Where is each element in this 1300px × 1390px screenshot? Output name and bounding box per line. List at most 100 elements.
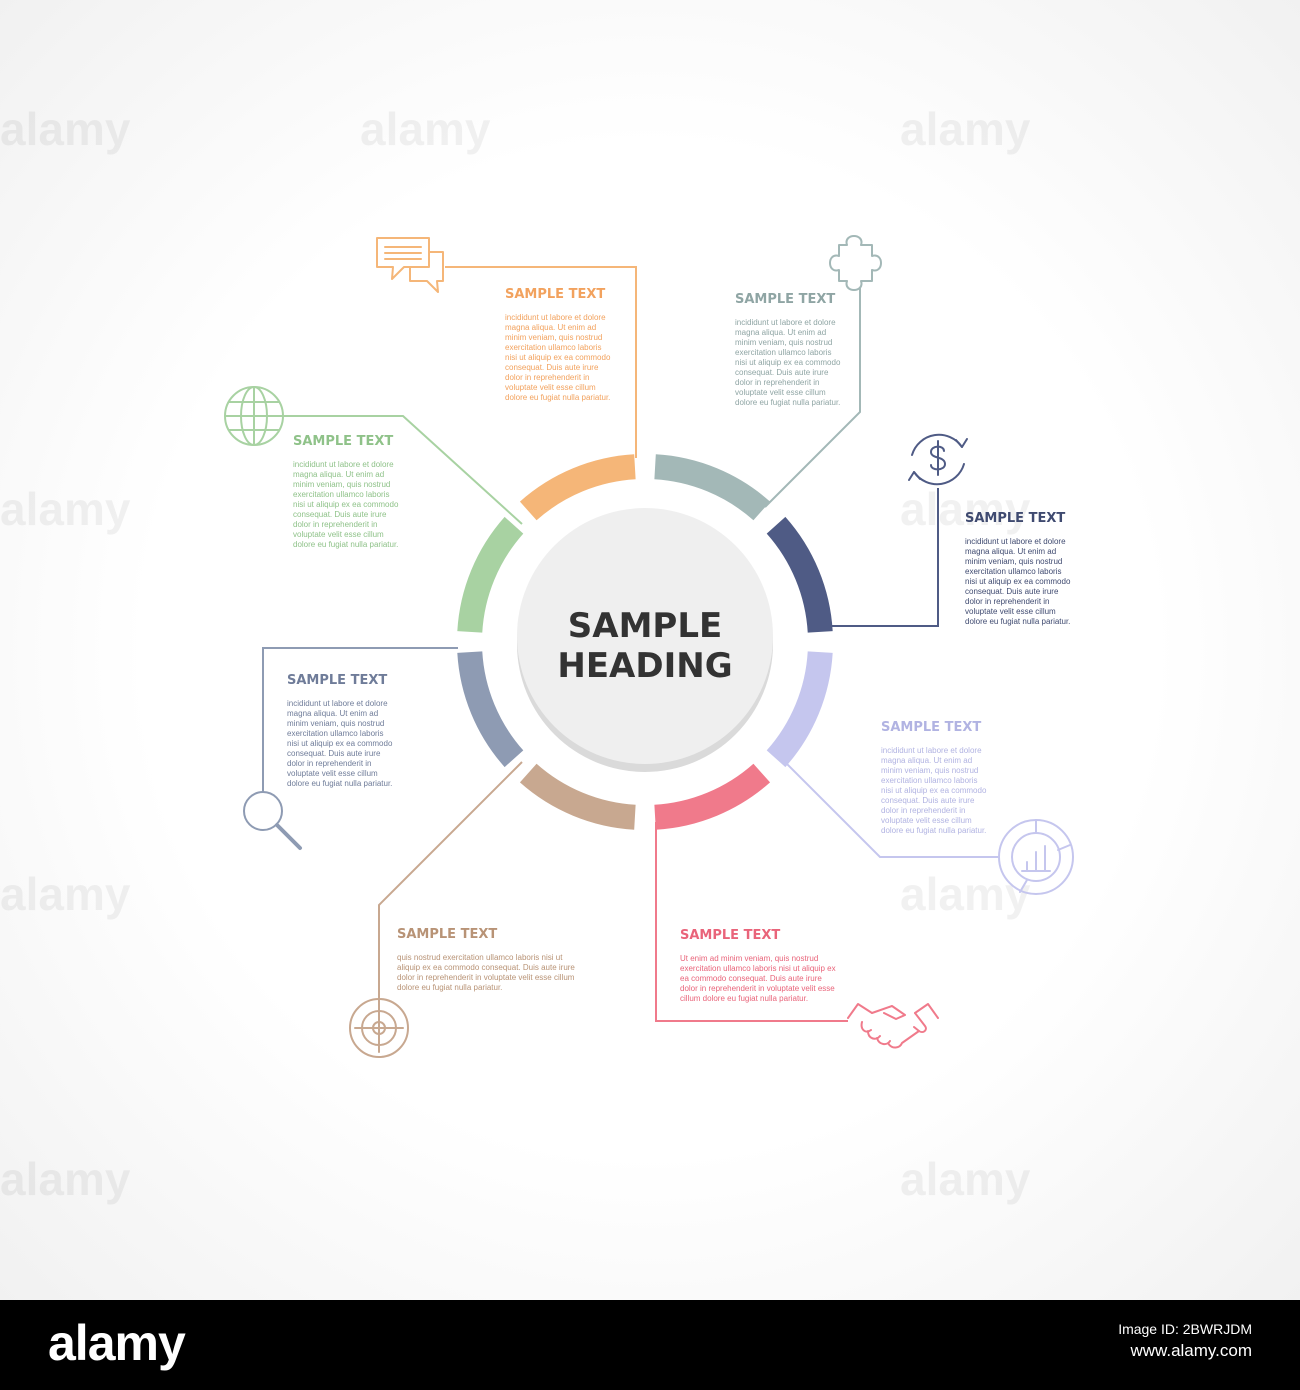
watermark-text: alamy <box>900 483 1031 535</box>
infographic-canvas: alamy alamy alamy alamy alamy alamy alamy alamy… <box>0 0 1300 1300</box>
text-block-line: magna aliqua. Ut enim ad <box>881 756 972 765</box>
text-block-line: minim veniam, quis nostrud <box>881 766 978 775</box>
ring-segment <box>457 516 524 633</box>
text-block-line: nisi ut aliquip ex ea commodo <box>735 358 841 367</box>
heading-line-2: HEADING <box>557 646 732 686</box>
ring-segment <box>766 651 833 768</box>
text-block-line: magna aliqua. Ut enim ad <box>293 470 384 479</box>
text-block-line: magna aliqua. Ut enim ad <box>287 709 378 718</box>
text-block: SAMPLE TEXT incididunt ut labore et dolor… <box>505 287 611 402</box>
connector-line <box>655 822 848 1022</box>
text-block-title: SAMPLE TEXT <box>505 287 605 302</box>
text-block-line: exercitation ullamco laboris <box>965 567 1062 576</box>
text-block-line: dolor in reprehenderit in <box>505 373 590 382</box>
dollar-cycle-icon <box>908 433 968 486</box>
chat-icon <box>376 237 444 293</box>
text-block-line: nisi ut aliquip ex ea commodo <box>505 353 611 362</box>
text-block-line: dolor in reprehenderit in voluptate veli… <box>397 973 575 982</box>
text-block-line: voluptate velit esse cillum <box>505 383 596 392</box>
infographic-diagram: alamy alamy alamy alamy alamy alamy alamy alamy… <box>0 103 1074 1205</box>
watermark-text: alamy <box>0 483 131 535</box>
stock-footer: alamy Image ID: 2BWRJDM www.alamy.com <box>0 1300 1300 1390</box>
text-block-line: consequat. Duis aute irure <box>287 749 381 758</box>
text-block-line: minim veniam, quis nostrud <box>965 557 1062 566</box>
text-blocks: SAMPLE TEXT incididunt ut labore et dolor… <box>287 287 1071 1003</box>
text-block-line: incididunt ut labore et dolore <box>735 318 836 327</box>
connector-line <box>378 761 523 1005</box>
ring-segment <box>654 763 771 830</box>
text-block-line: dolor in reprehenderit in <box>293 520 378 529</box>
text-block-line: incididunt ut labore et dolore <box>881 746 982 755</box>
text-block-title: SAMPLE TEXT <box>735 292 835 307</box>
target-icon <box>349 998 409 1058</box>
text-block: SAMPLE TEXT quis nostrud exercitation ull… <box>397 927 575 992</box>
text-block: SAMPLE TEXT incididunt ut labore et dolor… <box>881 720 987 835</box>
connector-line <box>262 647 458 792</box>
text-block-title: SAMPLE TEXT <box>881 720 981 735</box>
watermark-text: alamy <box>900 103 1031 155</box>
text-block-line: incididunt ut labore et dolore <box>505 313 606 322</box>
text-block-line: dolor in reprehenderit in <box>735 378 820 387</box>
text-block-line: dolor in reprehenderit in <box>287 759 372 768</box>
text-block-line: incididunt ut labore et dolore <box>293 460 394 469</box>
ring-segment <box>654 454 771 521</box>
text-block-line: voluptate velit esse cillum <box>881 816 972 825</box>
text-block-line: exercitation ullamco laboris <box>505 343 602 352</box>
watermark-text: alamy <box>0 1153 131 1205</box>
text-block-line: nisi ut aliquip ex ea commodo <box>293 500 399 509</box>
text-block-line: consequat. Duis aute irure <box>881 796 975 805</box>
text-block-title: SAMPLE TEXT <box>680 928 780 943</box>
text-block-line: aliquip ex ea commodo consequat. Duis au… <box>397 963 575 972</box>
text-block-line: Ut enim ad minim veniam, quis nostrud <box>680 954 818 963</box>
watermark-text: alamy <box>900 1153 1031 1205</box>
text-block-line: dolor in reprehenderit in <box>881 806 966 815</box>
search-icon <box>243 791 302 850</box>
text-block-line: magna aliqua. Ut enim ad <box>505 323 596 332</box>
text-block-line: exercitation ullamco laboris <box>735 348 832 357</box>
connector-line <box>783 760 998 858</box>
footer-url: www.alamy.com <box>1130 1341 1252 1360</box>
connector-line <box>445 266 637 458</box>
text-block-line: incididunt ut labore et dolore <box>287 699 388 708</box>
text-block-title: SAMPLE TEXT <box>397 927 497 942</box>
connector-line <box>283 415 523 525</box>
heading-line-1: SAMPLE <box>568 606 722 646</box>
connector-line <box>830 488 939 627</box>
pie-chart-icon <box>998 819 1074 895</box>
watermark-text: alamy <box>900 868 1031 920</box>
text-block-line: minim veniam, quis nostrud <box>293 480 390 489</box>
text-block-line: exercitation ullamco laboris nisi ut ali… <box>680 964 836 973</box>
text-block-line: exercitation ullamco laboris <box>287 729 384 738</box>
text-block-line: exercitation ullamco laboris <box>881 776 978 785</box>
ring-segments <box>457 454 833 830</box>
handshake-icon <box>847 1003 939 1049</box>
text-block-line: consequat. Duis aute irure <box>735 368 829 377</box>
text-block-line: consequat. Duis aute irure <box>965 587 1059 596</box>
text-block: SAMPLE TEXT incididunt ut labore et dolor… <box>735 292 841 407</box>
connector-layer <box>262 266 998 1022</box>
text-block-line: quis nostrud exercitation ullamco labori… <box>397 953 563 962</box>
text-block-line: dolore eu fugiat nulla pariatur. <box>735 398 840 407</box>
text-block-line: dolore eu fugiat nulla pariatur. <box>505 393 610 402</box>
text-block-title: SAMPLE TEXT <box>965 511 1065 526</box>
watermark-text: alamy <box>0 103 131 155</box>
text-block: SAMPLE TEXT Ut enim ad minim veniam, quis… <box>680 928 836 1003</box>
text-block-line: consequat. Duis aute irure <box>505 363 599 372</box>
text-block-line: dolor in reprehenderit in voluptate veli… <box>680 984 835 993</box>
footer-id-block: Image ID: 2BWRJDM www.alamy.com <box>1118 1318 1252 1362</box>
text-block-line: voluptate velit esse cillum <box>293 530 384 539</box>
globe-icon <box>224 386 284 446</box>
connector-line <box>764 287 861 508</box>
text-block-line: nisi ut aliquip ex ea commodo <box>881 786 987 795</box>
text-block-line: exercitation ullamco laboris <box>293 490 390 499</box>
watermark-text: alamy <box>0 868 131 920</box>
text-block-line: voluptate velit esse cillum <box>965 607 1056 616</box>
puzzle-icon <box>829 235 882 291</box>
alamy-logo: alamy <box>48 1315 186 1371</box>
text-block-line: dolore eu fugiat nulla pariatur. <box>287 779 392 788</box>
text-block-line: minim veniam, quis nostrud <box>287 719 384 728</box>
text-block-line: consequat. Duis aute irure <box>293 510 387 519</box>
